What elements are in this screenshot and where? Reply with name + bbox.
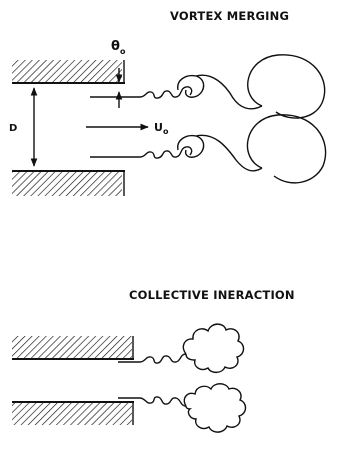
vortex-merging-panel xyxy=(12,54,327,196)
theta-label: θo xyxy=(111,39,126,56)
vortex-merging-title: VORTEX MERGING xyxy=(170,9,290,23)
collective-interaction-title: COLLECTIVE INERACTION xyxy=(129,288,295,302)
upper-shear-layer xyxy=(90,54,326,119)
upper-nozzle-wall xyxy=(12,60,125,84)
collective-interaction-panel xyxy=(12,323,247,433)
upper-turbulent-cloud xyxy=(182,323,245,374)
lower-turbulent-cloud xyxy=(183,383,247,433)
upper-shear-layer-2 xyxy=(118,353,187,364)
lower-shear-layer xyxy=(90,114,327,184)
lower-nozzle-wall-2 xyxy=(12,401,134,425)
diameter-label: D xyxy=(9,123,17,134)
lower-nozzle-wall xyxy=(12,170,125,196)
velocity-label: Uo xyxy=(154,121,169,136)
lower-shear-layer-2 xyxy=(118,396,187,407)
upper-nozzle-wall-2 xyxy=(12,336,134,360)
